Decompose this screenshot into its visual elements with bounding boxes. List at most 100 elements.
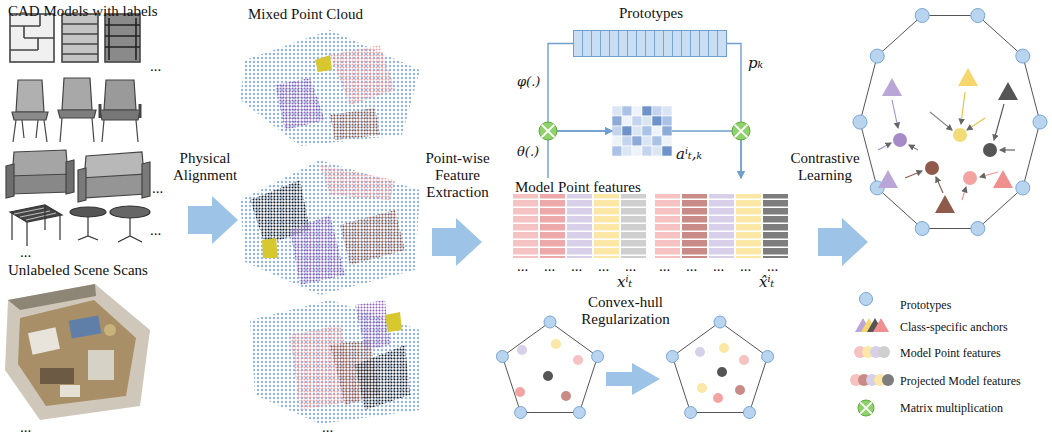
affinity-cells <box>652 126 662 136</box>
contrast-arrows <box>961 92 965 124</box>
table-models <box>10 205 62 222</box>
contrast-arrows <box>878 143 891 150</box>
affinity-cells <box>622 116 632 126</box>
edge-label: φ(.) <box>516 74 541 89</box>
convex-hull-after <box>713 393 723 403</box>
scene-scan <box>5 284 150 420</box>
feature-points <box>983 143 997 157</box>
scene-scan <box>88 350 114 380</box>
legend-symbols <box>858 400 874 416</box>
prototype-decagon <box>915 222 929 236</box>
class-anchors <box>878 68 1018 213</box>
convex-hull-after <box>739 355 749 365</box>
affinity-cells <box>652 136 662 146</box>
ellipsis: ... <box>152 180 163 197</box>
step-label: Contrastive Learning <box>780 150 870 184</box>
bookshelf-models <box>10 14 54 62</box>
mixed-point-cloud-3 <box>355 300 390 350</box>
convex-hull-after <box>695 347 705 357</box>
prototype-decagon <box>1033 115 1047 129</box>
table-models <box>14 208 56 220</box>
contrast-arrows <box>1000 149 1015 150</box>
ellipsis: ... <box>767 258 778 275</box>
legend-text: Model Point features <box>900 346 1001 360</box>
bookshelf-models <box>62 24 98 54</box>
figure-heading: CAD Models with labels <box>8 3 158 20</box>
convex-hull-after <box>666 351 678 363</box>
ellipsis: ... <box>150 222 161 239</box>
prototype-decagon <box>971 9 985 23</box>
feature-matrix-cells <box>513 194 646 258</box>
legend-symbols <box>873 318 889 332</box>
legend-text: Matrix multiplication <box>900 401 1003 415</box>
legend-symbols <box>855 318 889 332</box>
prototype-decagon <box>853 9 1047 236</box>
legend-symbols <box>858 400 874 416</box>
ellipsis: ... <box>150 58 161 75</box>
scene-scan <box>18 300 136 406</box>
step-label: Convex-hull Regularization <box>578 294 673 328</box>
sofa-models <box>80 174 148 198</box>
bookshelf-models <box>10 14 54 50</box>
affinity-cells <box>612 106 672 156</box>
convex-hull-after <box>666 316 773 419</box>
block-arrows <box>606 363 660 395</box>
panel-title: Prototypes <box>564 5 738 22</box>
figure-heading: Unlabeled Scene Scans <box>8 262 148 279</box>
legend-symbols <box>882 374 894 386</box>
affinity-cells <box>632 126 642 136</box>
mixed-point-cloud-2 <box>340 210 405 265</box>
mixed-point-cloud-2 <box>240 160 420 295</box>
legend-symbols <box>860 402 871 413</box>
affinity-cells <box>632 146 642 156</box>
bookshelf-models <box>105 18 140 60</box>
block-arrows <box>188 196 238 244</box>
class-anchors <box>878 170 898 188</box>
projected-matrix: x̂ⁱₜ <box>655 178 790 262</box>
feature-points <box>963 171 977 185</box>
affinity-cells <box>622 136 632 146</box>
convex-hull-after <box>719 343 729 353</box>
projected-matrix-cells <box>655 194 788 258</box>
ellipsis: ... <box>598 258 609 275</box>
projected-matrix-cells <box>655 194 788 258</box>
scene-scan <box>104 324 116 336</box>
affinity-cells <box>662 106 672 116</box>
ellipsis: ... <box>322 419 333 436</box>
scene-scan <box>69 316 102 339</box>
contrast-arrows <box>909 145 918 150</box>
prototype-decagon <box>860 16 1040 229</box>
ellipsis: ... <box>686 258 697 275</box>
contrast-arrows <box>930 112 952 130</box>
legend-symbols <box>878 346 890 358</box>
convex-hull-before <box>515 387 525 397</box>
scene-scan <box>8 284 96 310</box>
mixed-point-cloud-1 <box>315 55 332 72</box>
affinity-cells <box>652 116 662 126</box>
prototype-decagon <box>853 9 1047 236</box>
ellipsis: ... <box>20 244 31 261</box>
contrast-arrows <box>967 118 985 130</box>
step-label: Physical Alignment <box>160 150 250 184</box>
matrix-symbol: aⁱₜ,ₖ <box>676 146 702 163</box>
class-anchors <box>882 78 902 96</box>
chair-models <box>62 78 92 110</box>
affinity-cells <box>642 126 652 136</box>
feature-matrix: Model Point featuresxⁱₜ <box>513 178 648 262</box>
contrast-arrows <box>980 172 998 177</box>
prototype-decagon <box>1016 181 1030 195</box>
chair-models <box>104 80 136 110</box>
chair-models <box>60 118 94 142</box>
ellipsis: ... <box>740 258 751 275</box>
ellipsis: ... <box>713 258 724 275</box>
mixed-point-cloud-2 <box>290 215 345 285</box>
prototype-decagon <box>1016 49 1030 63</box>
convex-hull-after <box>695 343 749 403</box>
mixed-point-cloud-1 <box>275 78 325 130</box>
feature-matrix-cells <box>513 194 646 258</box>
connector <box>548 131 612 178</box>
mixed-point-cloud-3 <box>250 300 420 424</box>
sofa-models <box>6 150 150 202</box>
contrast-arrows <box>878 92 1015 200</box>
